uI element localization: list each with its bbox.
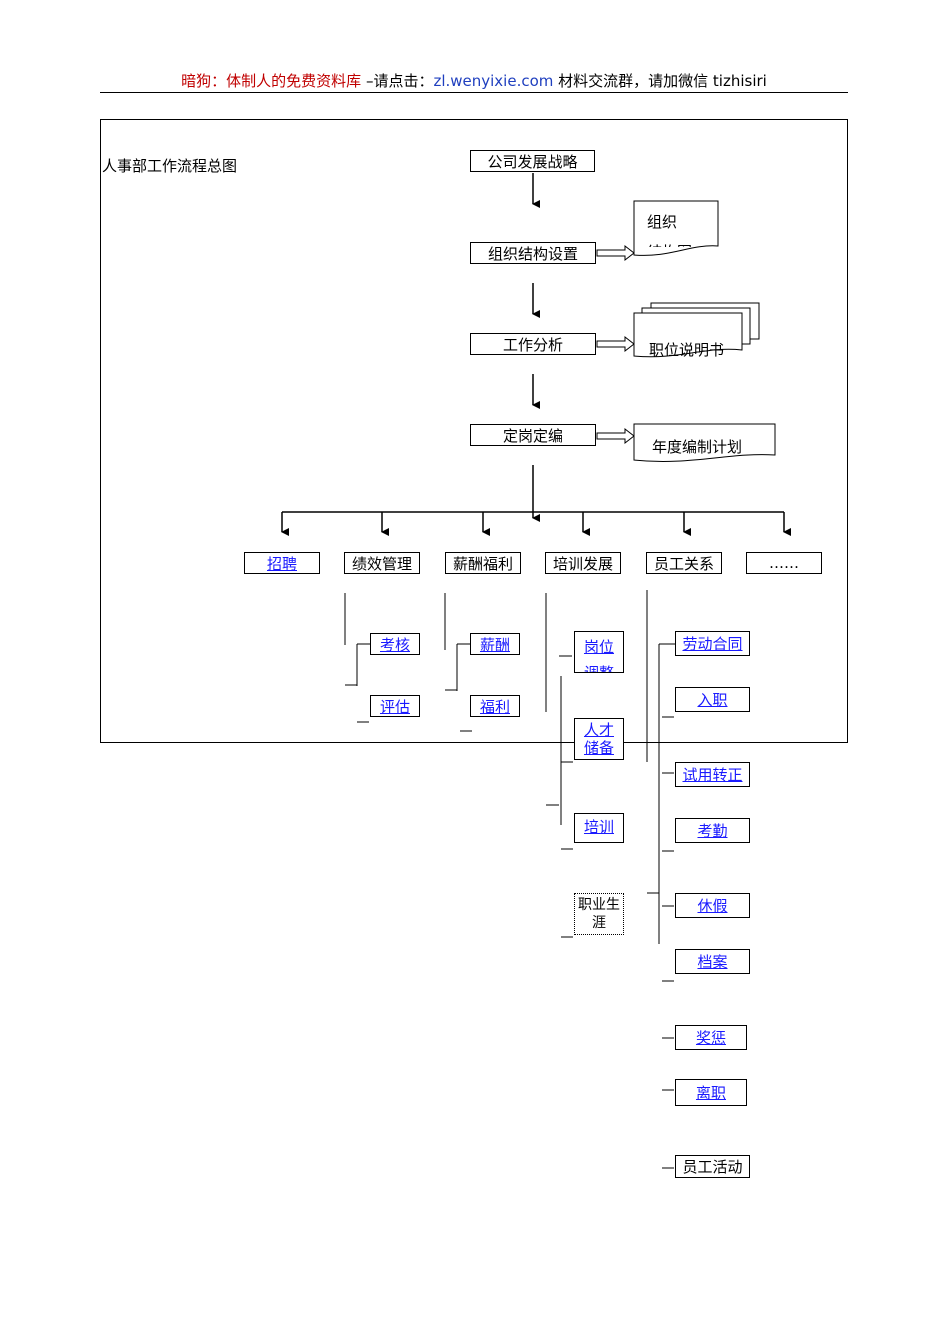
staffing-box: 定岗定编: [470, 424, 596, 446]
diagram-frame: [100, 119, 848, 743]
rel-contract[interactable]: 劳动合同: [675, 631, 750, 656]
rel-probation[interactable]: 试用转正: [675, 762, 750, 787]
dept-compensation: 薪酬福利: [445, 552, 521, 574]
header-title: 暗狗：体制人的免费资料库: [181, 72, 362, 90]
train-talent-pool[interactable]: 人才 储备: [574, 718, 624, 760]
header-link[interactable]: zl.wenyixie.com: [433, 72, 554, 90]
dept-more: ……: [746, 552, 822, 574]
comp-salary[interactable]: 薪酬: [470, 633, 520, 655]
rel-archive[interactable]: 档案: [675, 949, 750, 974]
perf-appraisal[interactable]: 考核: [370, 633, 420, 655]
job-analysis-box: 工作分析: [470, 333, 596, 355]
org-structure-box: 组织结构设置: [470, 242, 596, 264]
train-training[interactable]: 培训: [574, 813, 624, 843]
company-strategy-box: 公司发展战略: [470, 150, 595, 172]
staffing-plan-doc: 年度编制计划: [652, 438, 743, 456]
dept-performance: 绩效管理: [344, 552, 420, 574]
org-chart-doc: 组织 结构图: [647, 213, 692, 247]
job-description-doc: 职位说明书: [649, 341, 725, 359]
rel-rewards[interactable]: 奖惩: [675, 1025, 747, 1050]
dept-training: 培训发展: [545, 552, 621, 574]
train-job-rotation[interactable]: 岗位 调整: [574, 631, 624, 673]
dept-recruitment[interactable]: 招聘: [244, 552, 320, 574]
dept-relations: 员工关系: [646, 552, 722, 574]
rel-attendance[interactable]: 考勤: [675, 818, 750, 843]
comp-benefits[interactable]: 福利: [470, 695, 520, 717]
page-header: 暗狗：体制人的免费资料库 –请点击：zl.wenyixie.com 材料交流群，…: [100, 70, 848, 93]
rel-resignation[interactable]: 离职: [675, 1079, 747, 1106]
train-career: 职业生涯: [574, 893, 624, 935]
header-prompt: –请点击：: [361, 72, 434, 90]
diagram-title: 人事部工作流程总图: [102, 157, 238, 175]
rel-onboarding[interactable]: 入职: [675, 687, 750, 712]
rel-leave[interactable]: 休假: [675, 893, 750, 918]
rel-activities: 员工活动: [675, 1155, 750, 1178]
perf-evaluation[interactable]: 评估: [370, 695, 420, 717]
header-contact: 材料交流群，请加微信 tizhisiri: [553, 72, 767, 90]
